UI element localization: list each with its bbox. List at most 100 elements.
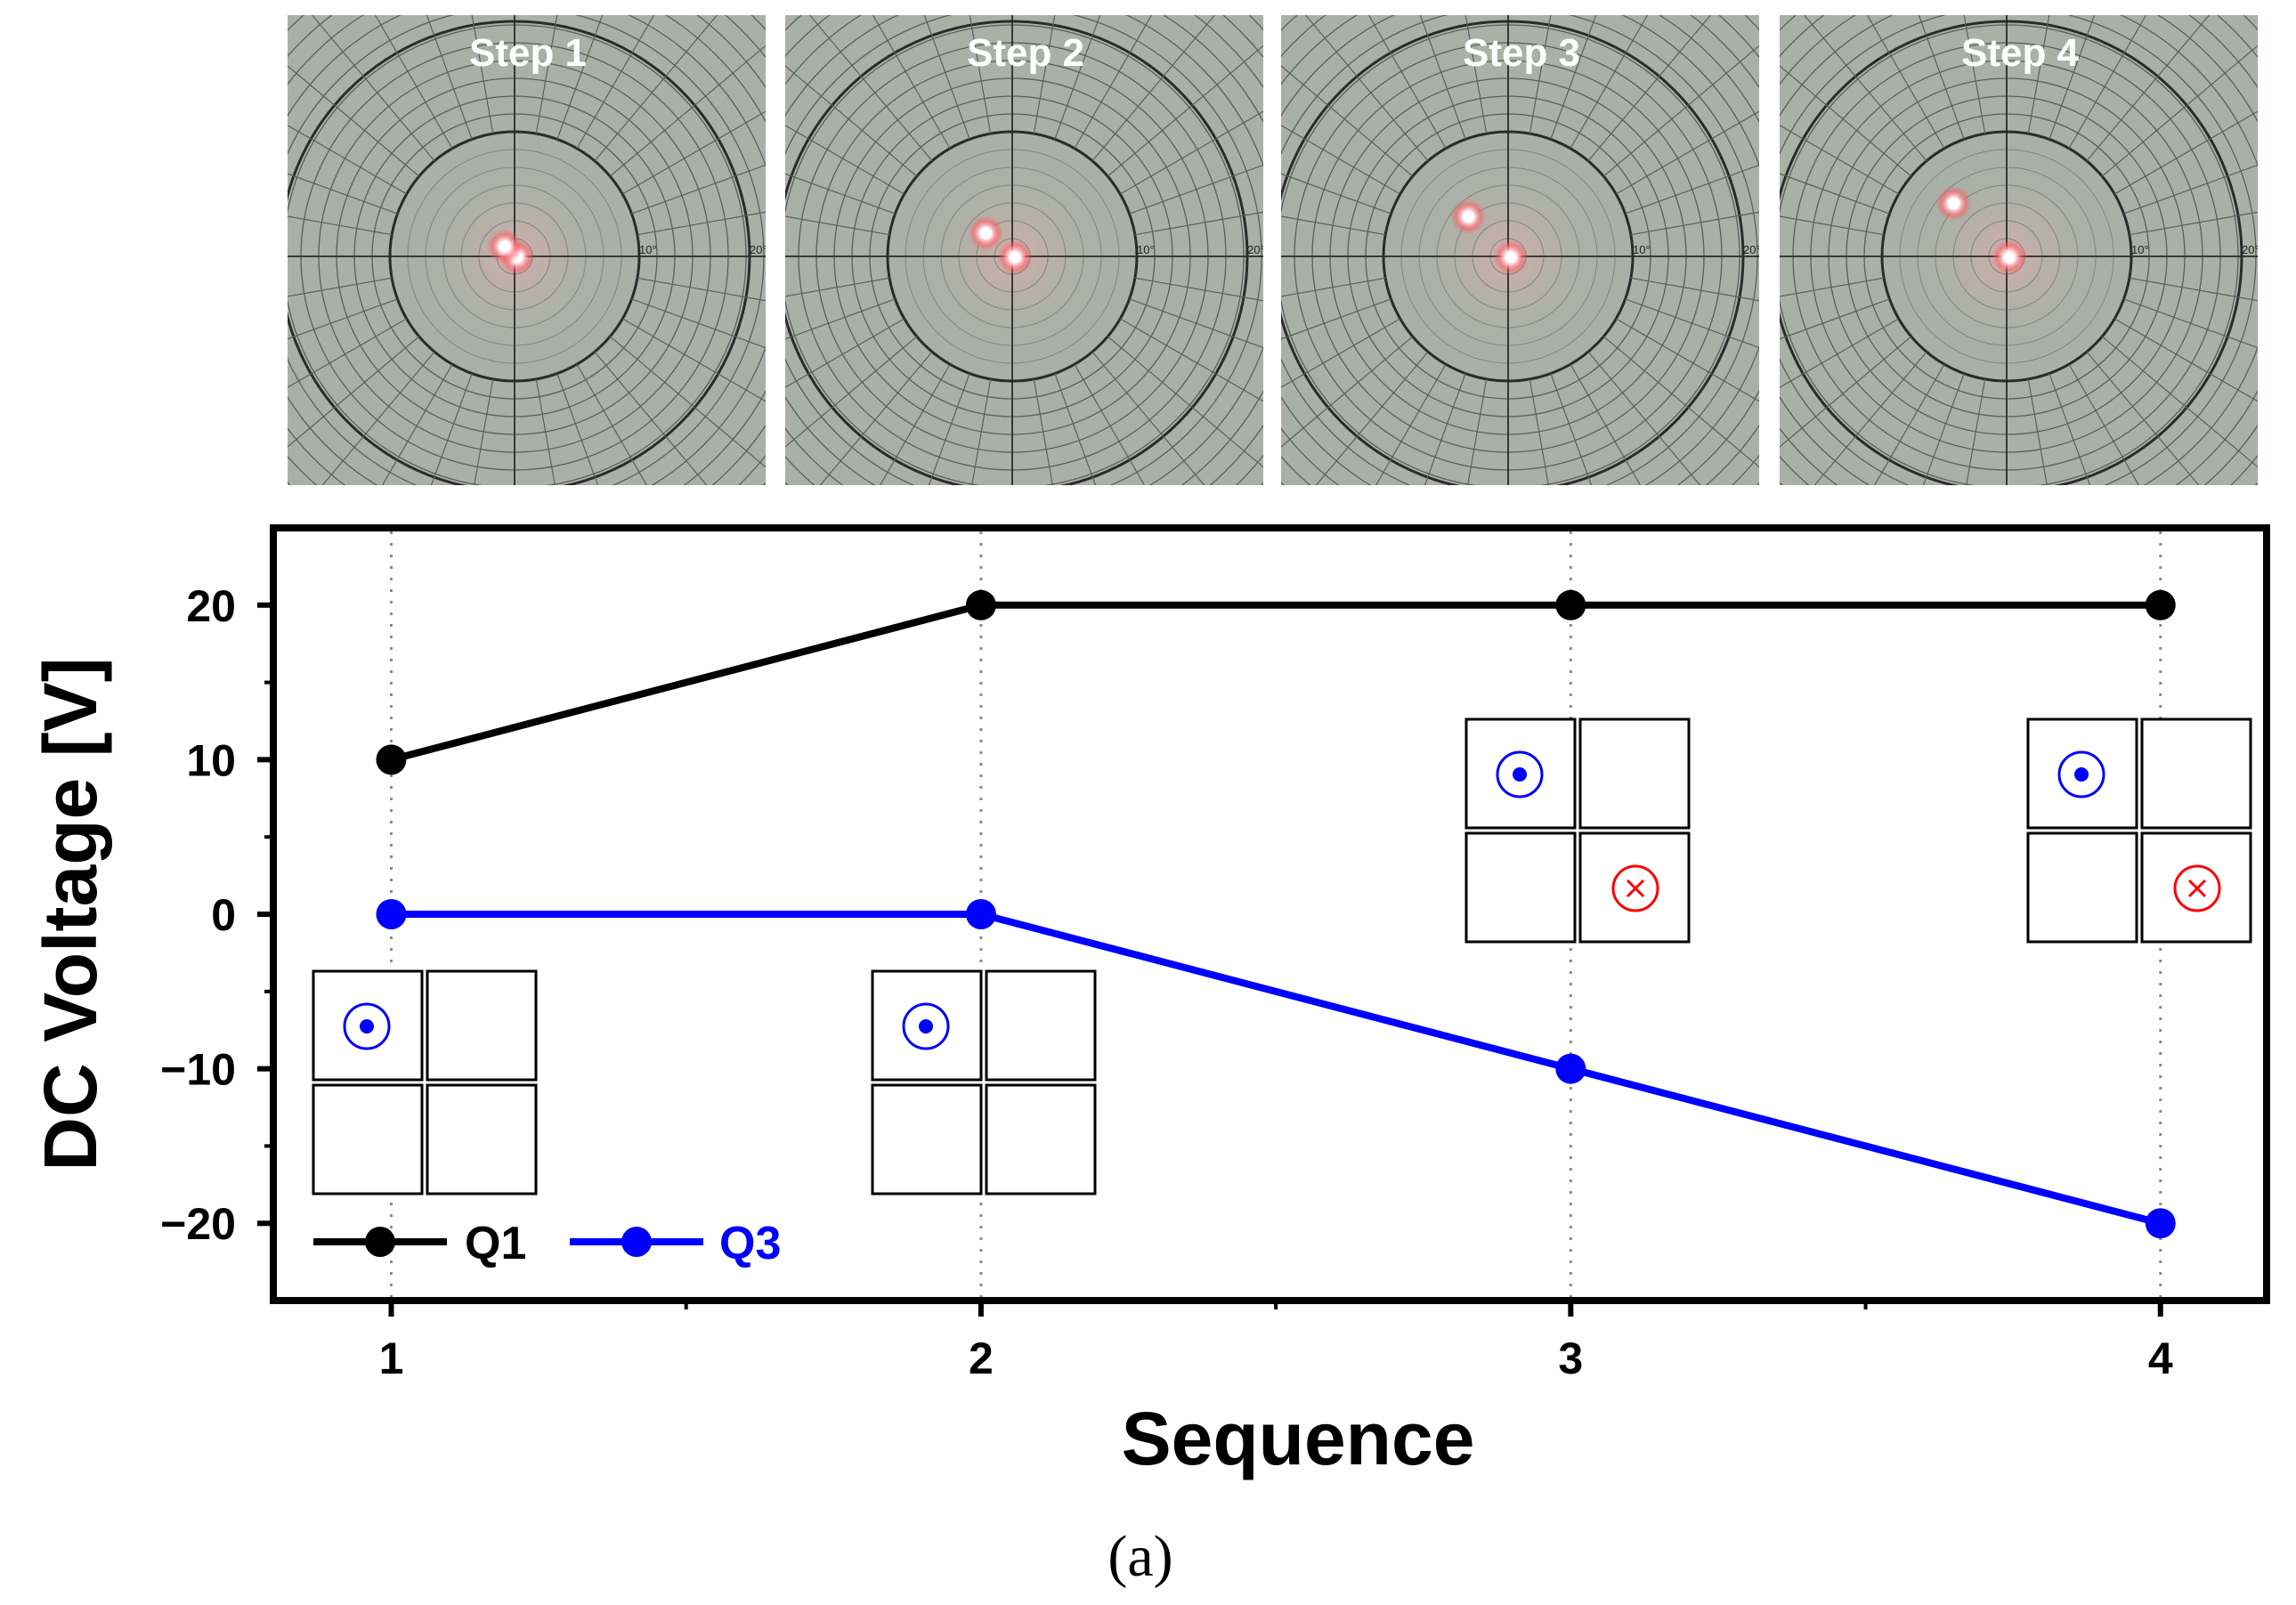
polar-spoke xyxy=(1615,318,1759,402)
polar-spoke xyxy=(785,277,890,297)
data-point-q3 xyxy=(376,899,407,929)
photo-title: Step 4 xyxy=(1961,31,2080,75)
quadrant-inset xyxy=(312,969,538,1196)
polar-spoke xyxy=(374,15,453,150)
polar-spoke xyxy=(872,15,951,150)
polar-spoke xyxy=(288,215,393,236)
photo-title: Step 1 xyxy=(469,31,587,75)
polar-spoke xyxy=(1281,298,1391,340)
polar-spoke xyxy=(785,336,918,448)
polar-spoke xyxy=(576,363,648,485)
polar-spoke xyxy=(1780,277,1885,297)
polar-spoke xyxy=(1033,15,1056,134)
steered-spot-core xyxy=(979,227,992,239)
polar-spoke xyxy=(1281,173,1391,215)
x-tick-label: 1 xyxy=(379,1333,404,1383)
polar-spoke xyxy=(1780,298,1890,340)
quadrant-cell xyxy=(871,1083,983,1196)
polar-spoke xyxy=(785,298,896,340)
polar-spoke xyxy=(1367,15,1447,150)
ring-label-10: 10° xyxy=(1137,243,1155,256)
polar-spoke xyxy=(1129,298,1263,349)
polar-spoke xyxy=(576,15,655,150)
x-tick-label: 2 xyxy=(969,1333,994,1383)
data-point-q3 xyxy=(965,899,996,929)
polar-spoke xyxy=(594,15,718,162)
field-out-dot xyxy=(919,1019,933,1034)
polar-spoke xyxy=(969,15,992,134)
reference-spot-core xyxy=(1505,252,1516,263)
polar-spoke xyxy=(1529,378,1549,485)
quadrant-cell xyxy=(426,969,538,1082)
quadrant-inset xyxy=(871,969,1097,1196)
quadrant-cell xyxy=(312,1083,424,1196)
polar-spoke xyxy=(621,110,766,195)
polar-spoke xyxy=(1074,15,1153,150)
ring-label-20: 20° xyxy=(1743,243,1761,256)
polar-spoke xyxy=(1570,15,1649,150)
quadrant-cell xyxy=(1578,717,1691,830)
polar-spoke xyxy=(1464,15,1488,134)
polar-spoke xyxy=(785,215,890,236)
quadrant-inset xyxy=(2026,717,2252,944)
polar-spoke xyxy=(1091,15,1216,162)
data-point-q1 xyxy=(965,589,996,620)
polar-spoke xyxy=(474,378,494,485)
polar-spoke xyxy=(556,15,604,140)
data-point-q1 xyxy=(1555,589,1586,620)
field-out-dot xyxy=(1513,767,1527,782)
polar-spoke xyxy=(1304,15,1429,162)
polar-spoke xyxy=(1129,164,1263,215)
x-tick-label: 3 xyxy=(1558,1333,1583,1383)
polar-spoke xyxy=(1570,363,1642,485)
polar-spoke xyxy=(785,173,896,215)
polar-spoke xyxy=(2101,336,2258,468)
quadrant-cell xyxy=(985,1083,1097,1196)
polar-spoke xyxy=(288,277,393,297)
polar-spoke xyxy=(621,318,766,402)
series-line-q1 xyxy=(390,601,2161,764)
polar-spoke xyxy=(1550,15,1597,140)
data-point-q1 xyxy=(2145,589,2176,620)
polar-spoke xyxy=(1033,378,1053,485)
polar-spoke xyxy=(1281,277,1386,297)
polar-spoke xyxy=(1630,211,1759,236)
field-out-dot xyxy=(2074,767,2089,782)
polar-spoke xyxy=(1780,125,1900,195)
polar-spoke xyxy=(637,277,766,302)
polar-spoke xyxy=(1866,15,1945,150)
polar-spoke xyxy=(1281,65,1414,177)
polar-spoke xyxy=(1134,277,1263,302)
polar-spoke xyxy=(1315,351,1429,485)
reference-spot-core xyxy=(2004,252,2015,263)
polar-spoke xyxy=(1587,351,1701,485)
polar-spoke xyxy=(1966,378,1986,485)
polar-spoke xyxy=(2086,15,2211,162)
legend-marker-q1 xyxy=(365,1227,395,1257)
polar-spoke xyxy=(609,336,766,468)
polar-spoke xyxy=(1780,65,1912,177)
y-tick-label: 0 xyxy=(211,890,236,940)
field-in-cross xyxy=(1626,879,1645,898)
y-tick-label: 20 xyxy=(186,581,236,631)
step-photo: 10°20°Step 3 xyxy=(1281,15,1761,485)
ring-label-10: 10° xyxy=(2131,243,2149,256)
steered-spot-core xyxy=(1462,210,1474,223)
polar-spoke xyxy=(1615,110,1759,195)
quadrant-cell xyxy=(2026,831,2138,944)
polar-spoke xyxy=(1054,15,1101,140)
polar-spoke xyxy=(1602,336,1759,468)
polar-spoke xyxy=(1107,336,1263,468)
polar-spoke xyxy=(2068,15,2147,150)
polar-spoke xyxy=(288,298,398,340)
polar-spoke xyxy=(1630,277,1759,302)
step-photo: 10°20°Step 2 xyxy=(785,15,1265,485)
polar-spoke xyxy=(928,373,970,485)
ring-label-20: 20° xyxy=(1247,243,1265,256)
polar-spoke xyxy=(1813,351,1927,485)
legend-label-q3: Q3 xyxy=(719,1218,781,1269)
polar-spoke xyxy=(631,164,766,215)
steered-spot-core xyxy=(499,240,511,253)
polar-spoke xyxy=(2049,15,2096,140)
